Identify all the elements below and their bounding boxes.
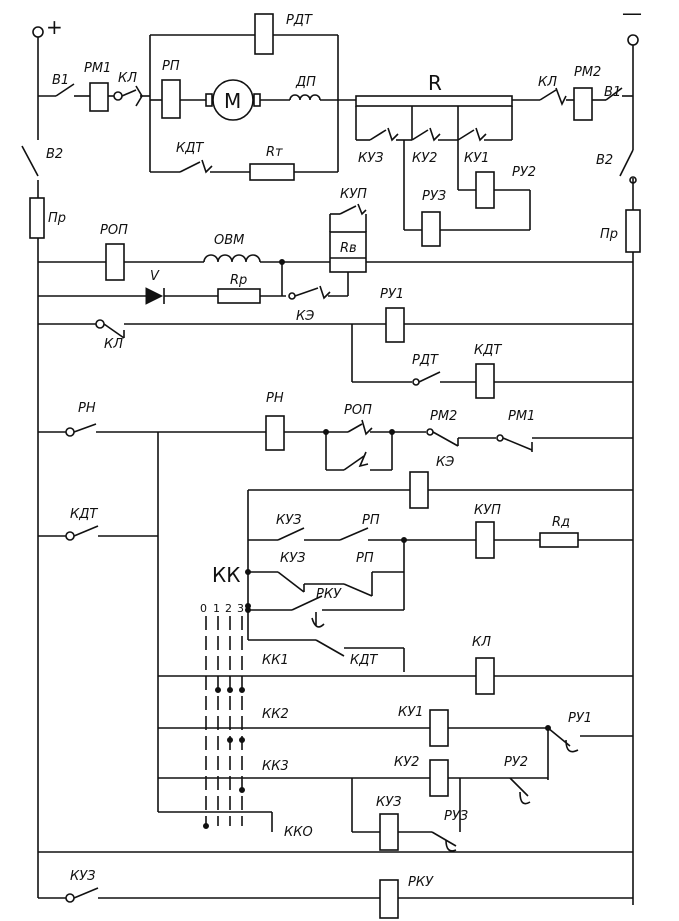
label-kk2: КК2: [262, 707, 289, 722]
label-ku1-top: КУ1: [464, 151, 489, 166]
label-kuz-sw: КУЗ: [70, 869, 96, 884]
label-kk1: КК1: [262, 653, 289, 668]
label-ruz-low: РУЗ: [444, 809, 468, 824]
ru1-kdt-rows: [38, 307, 633, 399]
label-ku1-coil: КУ1: [398, 705, 423, 720]
label-kuz-mid: КУЗ: [276, 513, 302, 528]
label-rn-coil: РН: [266, 391, 284, 406]
label-pos1: 1: [213, 602, 220, 615]
excitation-labels: РОП ОВМ КУП Rв V Rр КЭ: [100, 187, 367, 324]
plus-label: +: [46, 15, 63, 39]
label-rd: Rд: [552, 515, 570, 530]
label-rku-mid: РКУ: [316, 587, 342, 602]
label-rop-mid: РОП: [344, 403, 372, 418]
label-rm2: РМ2: [574, 65, 601, 80]
label-rdt-top: РДТ: [286, 13, 313, 28]
label-pr-right: Пр: [600, 227, 618, 242]
label-pos0: 0: [200, 602, 207, 615]
top-labels: В1 РМ1 КЛ РП РДТ М ДП КДТ Rт R КУЗ КУ2 К…: [52, 13, 621, 204]
motor-symbol: [212, 79, 254, 121]
label-rm1: РМ1: [84, 61, 111, 76]
label-kl-top-left: КЛ: [118, 71, 137, 86]
label-pr-left: Пр: [48, 211, 66, 226]
bottom-row: [37, 851, 633, 919]
label-kuz-mid2: КУЗ: [280, 551, 306, 566]
label-rp-mid: РП: [362, 513, 380, 528]
label-kl-top-right: КЛ: [538, 75, 557, 90]
excitation-circuit: [38, 203, 633, 305]
label-ru1-low: РУ1: [568, 711, 592, 726]
kup-row: [38, 521, 633, 672]
label-kdt-mid: КДТ: [474, 343, 502, 358]
rn-row: [38, 415, 633, 471]
controller-labels: 0 1 2 3 КК1 КДТ КЛ КК2 КУ1 РУ1 КК3 КУ2 Р…: [200, 602, 592, 840]
label-kuz-coil: КУЗ: [376, 795, 402, 810]
label-rdt-mid: РДТ: [412, 353, 439, 368]
minus-label: —: [622, 1, 642, 25]
label-rp-mid2: РП: [356, 551, 374, 566]
label-rku-coil: РКУ: [408, 875, 434, 890]
label-ovm: ОВМ: [214, 233, 244, 248]
label-v1-left: В1: [52, 73, 69, 88]
label-r-main: R: [428, 71, 442, 95]
label-kup-mid: КУП: [474, 503, 501, 518]
controller-kk: [158, 603, 633, 852]
label-rp-res: Rр: [230, 273, 247, 288]
label-rm1-mid: РМ1: [508, 409, 535, 424]
label-kk3: КК3: [262, 759, 289, 774]
label-ru1-mid: РУ1: [380, 287, 404, 302]
label-rop: РОП: [100, 223, 128, 238]
label-ruz-top: РУЗ: [422, 189, 446, 204]
label-pos2: 2: [225, 602, 232, 615]
label-kdt-low: КДТ: [350, 653, 378, 668]
label-diode: V: [150, 269, 160, 284]
label-kuz-top: КУЗ: [358, 151, 384, 166]
input-switches: [21, 96, 641, 253]
label-kl-mid: КЛ: [104, 337, 123, 352]
label-pos3: 3: [237, 602, 244, 615]
label-ru2-top: РУ2: [512, 165, 536, 180]
label-motor: М: [224, 89, 241, 113]
label-rt: Rт: [266, 145, 283, 160]
label-rv: Rв: [340, 241, 357, 256]
label-v2-right: В2: [596, 153, 613, 168]
label-rn-sw: РН: [78, 401, 96, 416]
label-ru2-low: РУ2: [504, 755, 528, 770]
label-v2-left: В2: [46, 147, 63, 162]
label-kko: ККО: [284, 825, 313, 840]
label-ke-mid: КЭ: [436, 455, 454, 470]
label-ku2-coil: КУ2: [394, 755, 419, 770]
label-rp-top: РП: [162, 59, 180, 74]
label-ke-top: КЭ: [296, 309, 314, 324]
supply-rails: [32, 26, 639, 905]
label-kk: КК: [212, 563, 240, 587]
label-kl-coil: КЛ: [472, 635, 491, 650]
label-kdt-top: КДТ: [176, 141, 204, 156]
label-ku2-top: КУ2: [412, 151, 437, 166]
label-v1-right: В1: [604, 85, 621, 100]
distribution-bus: [157, 432, 633, 813]
label-kup-top: КУП: [340, 187, 367, 202]
label-dp: ДП: [295, 75, 316, 90]
motor-circuit: [38, 13, 633, 247]
label-kdt-sw: КДТ: [70, 507, 98, 522]
label-rm2-mid: РМ2: [430, 409, 457, 424]
